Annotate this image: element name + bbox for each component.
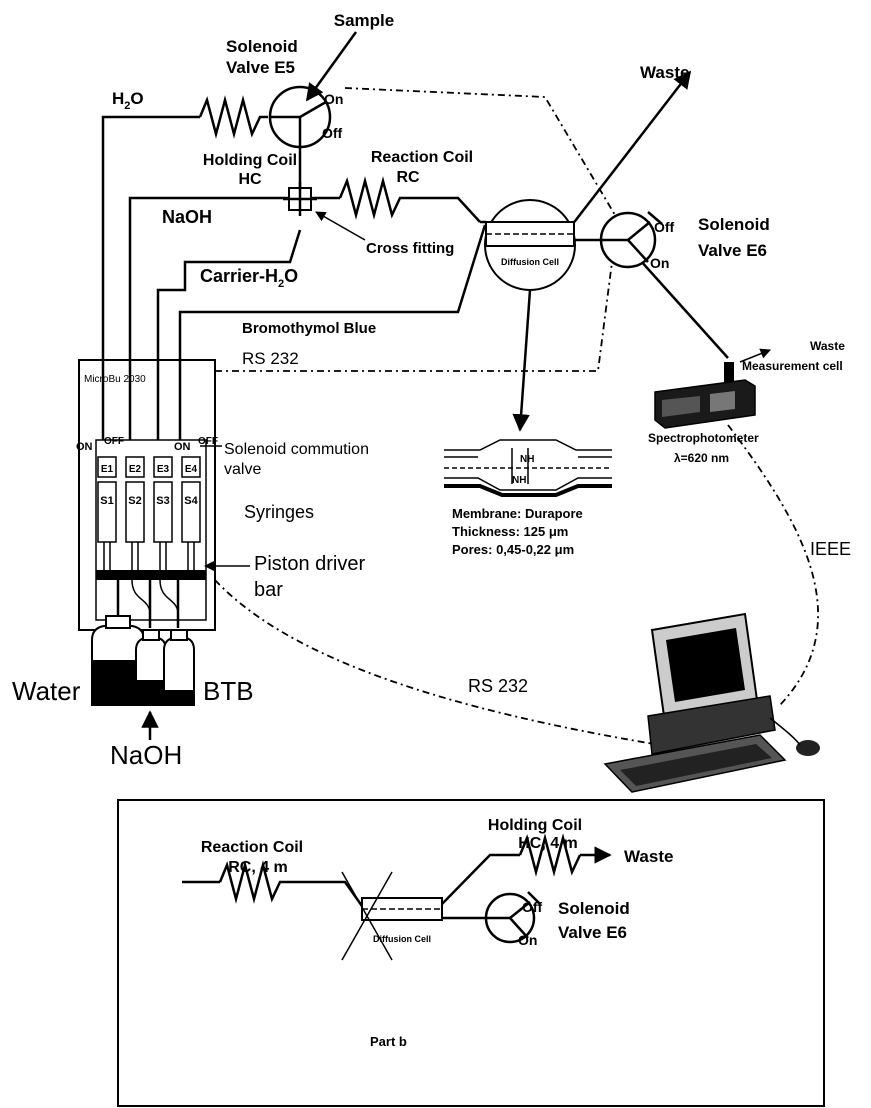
solenoid-valve-e6: [599, 211, 663, 269]
thickness-label: Thickness: 125 μm: [452, 524, 568, 539]
cross-fitting: [283, 182, 317, 216]
membrane-nh-top: NH: [520, 454, 534, 465]
holding-coil-label: Holding Coil: [203, 152, 297, 169]
valve-e6-label-1: Solenoid: [698, 215, 770, 234]
reaction-coil-label: Reaction Coil: [371, 149, 473, 166]
part-b-box: [117, 799, 825, 1107]
rs232-top-label: RS 232: [242, 349, 299, 368]
rs232-bottom-label: RS 232: [468, 676, 528, 696]
membrane-label: Membrane: Durapore: [452, 506, 583, 521]
control-line-e5: [344, 87, 616, 216]
pores-label: Pores: 0,45-0,22 μm: [452, 542, 574, 557]
valve-e5-on-label: On: [324, 91, 343, 107]
naoh-bottle-label: NaOH: [110, 740, 182, 770]
s2-label: S2: [128, 495, 141, 507]
sample-label: Sample: [334, 11, 394, 30]
part-b-lines: [182, 833, 612, 961]
valve-e5-off-label: Off: [322, 125, 343, 141]
partb-valve-label-1: Solenoid: [558, 899, 630, 918]
e3-label: E3: [157, 464, 170, 475]
waste-small-label: Waste: [810, 339, 845, 353]
naoh-bottle: [135, 629, 167, 706]
ieee-label: IEEE: [810, 539, 851, 559]
e1-label: E1: [101, 464, 114, 475]
partb-hc-label: HC, 4 m: [518, 835, 578, 852]
btb-bottle: [163, 629, 195, 706]
microbu-label: MicroBu 2030: [84, 374, 146, 385]
s1-label: S1: [100, 495, 113, 507]
partb-diffusion-cell-label: Diffusion Cell: [373, 934, 431, 944]
partb-waste-label: Waste: [624, 847, 673, 866]
switch-on-left: ON: [76, 441, 93, 453]
piston-label-1: Piston driver: [254, 553, 365, 575]
rc-label: RC: [396, 169, 420, 186]
e2-label: E2: [129, 464, 142, 475]
partb-off-label: Off: [522, 899, 543, 915]
measurement-cell-label: Measurement cell: [742, 359, 843, 373]
carrier-label: Carrier-H2O: [200, 266, 298, 290]
valve-e6-label-2: Valve E6: [698, 241, 767, 260]
btb-label: BTB: [203, 676, 254, 706]
syringes-label: Syringes: [244, 502, 314, 522]
commution-label-2: valve: [224, 461, 261, 478]
valve-e5-label-1: Solenoid: [226, 37, 298, 56]
partb-reaction-coil-label: Reaction Coil: [201, 839, 303, 856]
spectrophotometer: [654, 362, 756, 429]
cross-fitting-label: Cross fitting: [366, 240, 454, 257]
valve-e6-on-label: On: [650, 255, 669, 271]
h2o-coil: [198, 95, 268, 139]
piston-label-2: bar: [254, 579, 283, 601]
partb-holding-coil-label: Holding Coil: [488, 817, 582, 834]
s4-label: S4: [184, 495, 198, 507]
naoh-line-label: NaOH: [162, 207, 212, 227]
spectrophotometer-label: Spectrophotometer: [648, 431, 759, 445]
microbu-burette: [78, 359, 216, 631]
s3-label: S3: [156, 495, 169, 507]
computer: [603, 612, 820, 793]
ieee-line: [727, 424, 819, 706]
switch-off-right: OFF: [198, 436, 218, 447]
solenoid-valve-e5: [268, 85, 332, 149]
waste-label: Waste: [640, 63, 689, 82]
valve-e5-label-2: Valve E5: [226, 58, 295, 77]
switch-off-left: OFF: [104, 436, 124, 447]
h2o-label: H2O: [112, 89, 144, 112]
partb-rc-label: RC, 4 m: [228, 859, 288, 876]
membrane-nh-bottom: NH: [512, 475, 526, 486]
diffusion-cell-label: Diffusion Cell: [501, 257, 559, 267]
reaction-coil: [338, 176, 410, 220]
partb-on-label: On: [518, 932, 537, 948]
partb-valve-label-2: Valve E6: [558, 923, 627, 942]
bromothymol-label: Bromothymol Blue: [242, 320, 376, 337]
lambda-label: λ=620 nm: [674, 451, 729, 465]
water-label: Water: [12, 676, 81, 706]
diffusion-cell: [480, 199, 576, 291]
part-b-label: Part b: [370, 1034, 407, 1049]
membrane-inset: [444, 439, 612, 497]
commution-label-1: Solenoid commution: [224, 441, 369, 458]
switch-on-right: ON: [174, 441, 191, 453]
e4-label: E4: [185, 464, 198, 475]
hc-label: HC: [238, 171, 262, 188]
valve-e6-off-label: Off: [654, 219, 675, 235]
rs232-line-bottom: [214, 579, 661, 746]
